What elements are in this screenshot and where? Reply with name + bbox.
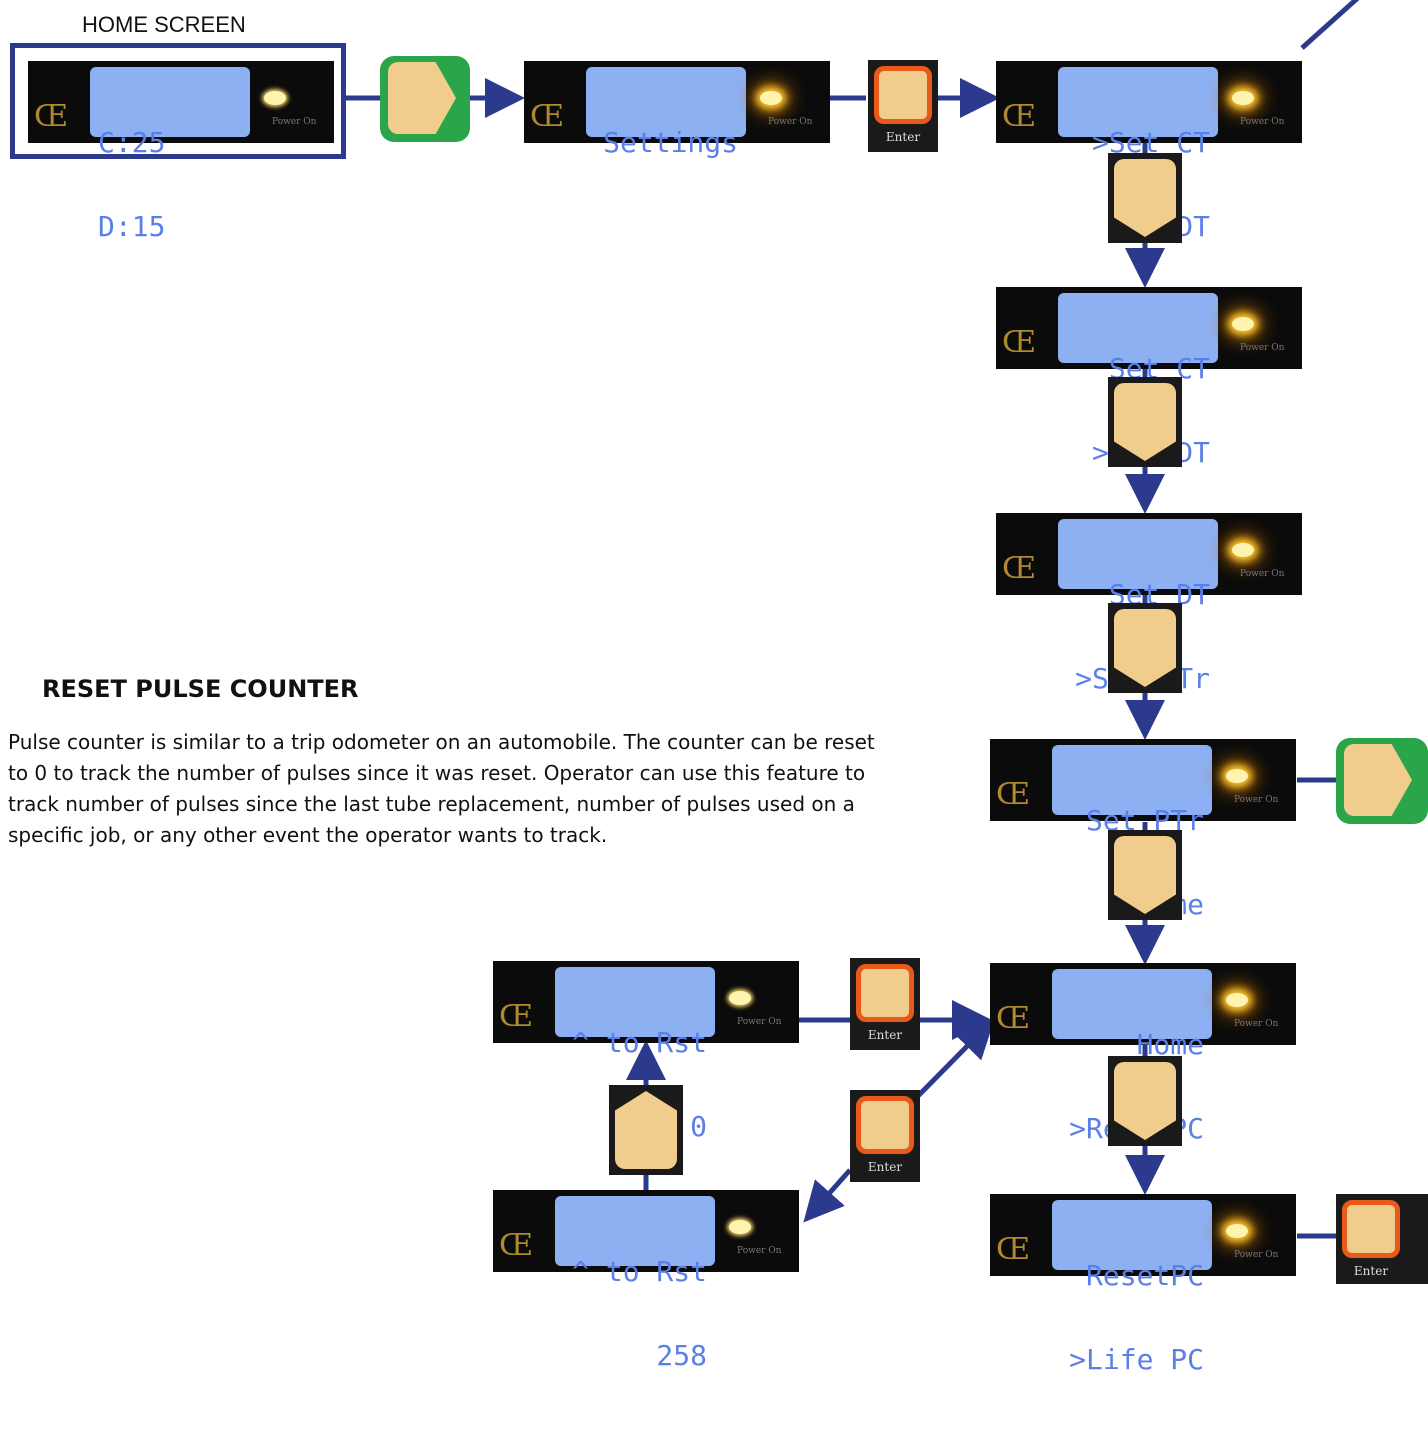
lcd-display: Home >ResetPC	[1052, 969, 1212, 1143]
power-led-icon	[1226, 769, 1248, 783]
power-label: Power On	[1234, 1019, 1279, 1029]
brand-logo-icon: Œ	[996, 777, 1031, 812]
panel-home-item: Œ Set PTr >Home Power On	[990, 739, 1296, 919]
panel-set-ct: Œ >Set CT Set DT Power On	[996, 61, 1302, 241]
down-arrow-button[interactable]	[1108, 1056, 1182, 1146]
lcd-display: >Set CT Set DT	[1058, 67, 1218, 241]
panel-rst-zero: Œ ^ to Rst 0 Power On	[493, 961, 799, 1141]
power-led-icon	[729, 1220, 751, 1234]
lcd-line-1: Settings	[603, 126, 738, 159]
home-screen-label: HOME SCREEN	[82, 12, 246, 37]
lcd-line-1: ^ to Rst	[572, 1255, 707, 1288]
lcd-line-2: >Life PC	[1069, 1343, 1204, 1376]
down-arrow-button[interactable]	[1108, 603, 1182, 693]
power-led-icon	[1226, 1224, 1248, 1238]
down-arrow-button[interactable]	[1108, 830, 1182, 920]
lcd-display: ResetPC >Life PC	[1052, 1200, 1212, 1374]
brand-logo-icon: Œ	[1002, 99, 1037, 134]
power-led-icon	[264, 91, 286, 105]
power-label: Power On	[1234, 1250, 1279, 1260]
power-led-icon	[1232, 91, 1254, 105]
button-face	[1342, 1200, 1400, 1258]
button-face	[874, 66, 932, 124]
panel-rst-258: Œ ^ to Rst 258 Power On	[493, 1190, 799, 1370]
button-face	[1114, 159, 1176, 237]
panel-home: Œ C:25 D:15 Power On	[28, 61, 334, 241]
button-face	[1344, 744, 1412, 816]
power-led-icon	[760, 91, 782, 105]
lcd-display: C:25 D:15	[90, 67, 250, 241]
brand-logo-icon: Œ	[996, 1232, 1031, 1267]
home-screen-frame	[10, 43, 346, 159]
power-label: Power On	[768, 117, 813, 127]
button-face	[1114, 609, 1176, 687]
lcd-line-1: ResetPC	[1085, 1259, 1204, 1292]
connector	[1300, 0, 1360, 50]
lcd-line-2: D:15	[98, 210, 166, 243]
right-arrow-button[interactable]	[1336, 738, 1428, 824]
down-arrow-button[interactable]	[1108, 377, 1182, 467]
section-description: Pulse counter is similar to a trip odome…	[8, 730, 875, 847]
lcd-display: Set PTr >Home	[1052, 745, 1212, 919]
power-label: Power On	[737, 1017, 782, 1027]
power-led-icon	[1232, 317, 1254, 331]
lcd-line-1: Set PTr	[1085, 804, 1204, 837]
lcd-display: Set CT >Set DT	[1058, 293, 1218, 467]
lcd-line-2: 0	[690, 1110, 707, 1143]
brand-logo-icon: Œ	[34, 99, 69, 134]
power-led-icon	[729, 991, 751, 1005]
enter-button[interactable]: Enter	[868, 60, 938, 152]
brand-logo-icon: Œ	[996, 1001, 1031, 1036]
button-face	[1114, 383, 1176, 461]
power-label: Power On	[1240, 117, 1285, 127]
brand-logo-icon: Œ	[1002, 325, 1037, 360]
enter-label: Enter	[1353, 1264, 1389, 1278]
enter-label: Enter	[867, 1160, 903, 1174]
panel-lifepc: Œ ResetPC >Life PC Power On	[990, 1194, 1296, 1374]
button-face	[856, 964, 914, 1022]
power-label: Power On	[1240, 569, 1285, 579]
arrow	[803, 1168, 852, 1223]
lcd-line-1: ^ to Rst	[572, 1026, 707, 1059]
enter-button[interactable]: Enter	[850, 1090, 920, 1182]
enter-label: Enter	[867, 1028, 903, 1042]
arrow	[916, 1017, 996, 1098]
power-label: Power On	[272, 117, 317, 127]
lcd-display: ^ to Rst 0	[555, 967, 715, 1141]
lcd-display: Settings	[586, 67, 746, 157]
up-arrow-button[interactable]	[609, 1085, 683, 1175]
power-label: Power On	[737, 1246, 782, 1256]
lcd-display: ^ to Rst 258	[555, 1196, 715, 1370]
lcd-display: Set DT >Set PTr	[1058, 519, 1218, 693]
lcd-line-1: Home	[1136, 1028, 1204, 1061]
button-face	[615, 1091, 677, 1169]
button-face	[1114, 1062, 1176, 1140]
button-face	[388, 62, 456, 134]
section-title: RESET PULSE COUNTER	[42, 675, 359, 703]
brand-logo-icon: Œ	[499, 999, 534, 1034]
enter-label: Enter	[885, 130, 921, 144]
right-arrow-button[interactable]	[380, 56, 470, 142]
enter-button[interactable]: Enter	[1336, 1194, 1428, 1284]
brand-logo-icon: Œ	[530, 99, 565, 134]
button-face	[856, 1096, 914, 1154]
button-face	[1114, 836, 1176, 914]
panel-resetpc: Œ Home >ResetPC Power On	[990, 963, 1296, 1143]
panel-set-ptr: Œ Set DT >Set PTr Power On	[996, 513, 1302, 693]
power-label: Power On	[1234, 795, 1279, 805]
lcd-line-2: 258	[656, 1339, 707, 1372]
lcd-line-1: >Set CT	[1091, 126, 1210, 159]
panel-set-dt: Œ Set CT >Set DT Power On	[996, 287, 1302, 467]
power-label: Power On	[1240, 343, 1285, 353]
brand-logo-icon: Œ	[1002, 551, 1037, 586]
power-led-icon	[1226, 993, 1248, 1007]
enter-button[interactable]: Enter	[850, 958, 920, 1050]
down-arrow-button[interactable]	[1108, 153, 1182, 243]
brand-logo-icon: Œ	[499, 1228, 534, 1263]
power-led-icon	[1232, 543, 1254, 557]
panel-settings: Œ Settings Power On	[524, 61, 830, 157]
lcd-line-1: C:25	[98, 126, 166, 159]
